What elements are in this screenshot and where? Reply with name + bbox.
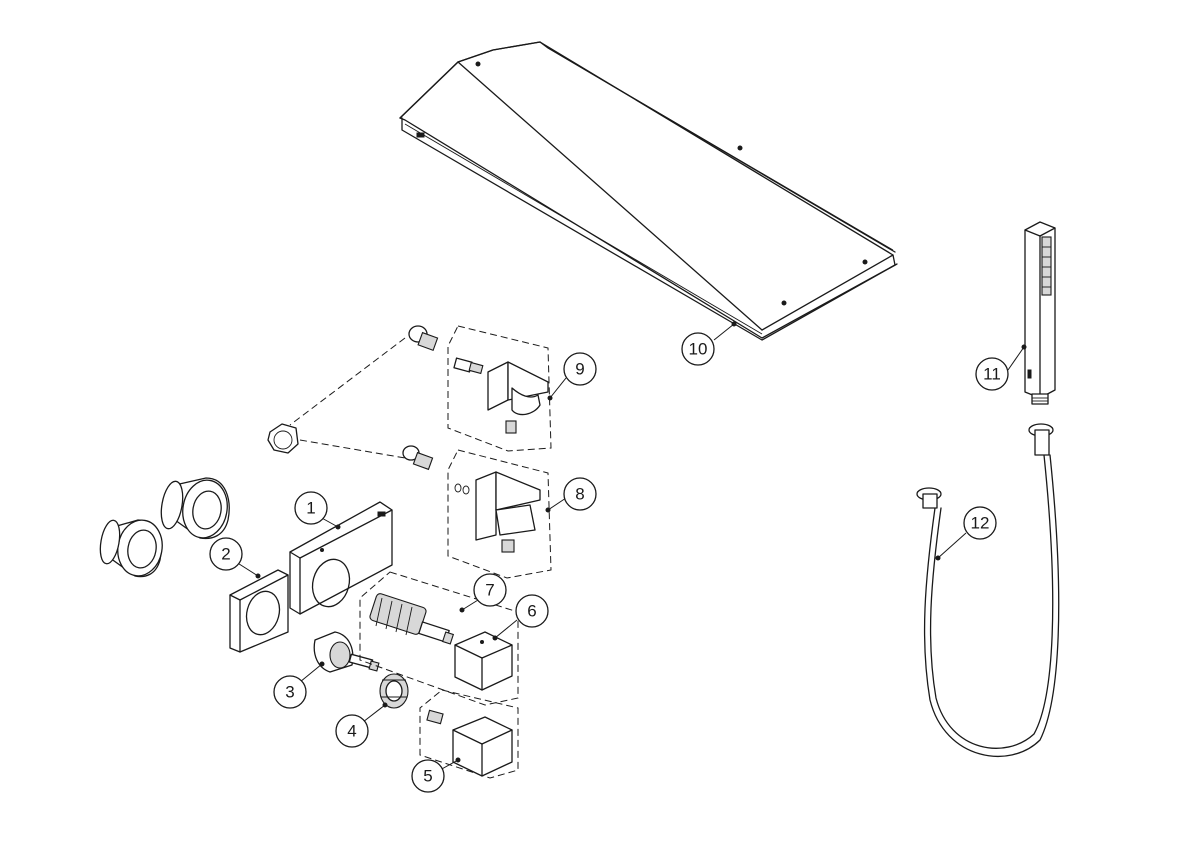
callout-8-label: 8: [575, 485, 584, 504]
shower-hose-part: [916, 423, 1060, 758]
waterfall-spout-part: [399, 41, 898, 341]
leader-lines: [235, 321, 1027, 771]
square-handle-5-part: [419, 689, 519, 779]
callout-8: 8: [563, 477, 597, 511]
callout-1-label: 1: [306, 499, 315, 518]
callout-7: 7: [473, 573, 507, 607]
callout-11: 11: [975, 357, 1009, 391]
callout-5-label: 5: [423, 767, 432, 786]
callout-11-label: 11: [983, 365, 1001, 384]
callout-9-label: 9: [575, 360, 584, 379]
callout-3-label: 3: [285, 683, 294, 702]
threaded-ring-part: [379, 673, 409, 709]
cover-plate-part: [289, 501, 393, 615]
callout-7-label: 7: [485, 581, 494, 600]
cylinder-handles: [99, 477, 230, 578]
square-handle-6-part: [454, 631, 513, 691]
diverter-spindle-part: [313, 631, 380, 673]
callout-3: 3: [273, 675, 307, 709]
callout-4: 4: [335, 714, 369, 748]
callout-10-label: 10: [689, 340, 708, 359]
callout-10: 10: [681, 332, 715, 366]
callout-9: 9: [563, 352, 597, 386]
callout-2: 2: [209, 537, 243, 571]
callout-6: 6: [515, 594, 549, 628]
callout-6-label: 6: [527, 602, 536, 621]
callout-1: 1: [294, 491, 328, 525]
adapter-fittings: [267, 325, 439, 471]
hand-shower-part: [1024, 221, 1056, 405]
callout-2-label: 2: [221, 545, 230, 564]
shower-holder-part: [447, 449, 552, 579]
callout-12-label: 12: [971, 514, 990, 533]
callout-4-label: 4: [347, 722, 356, 741]
callout-5: 5: [411, 759, 445, 793]
callout-12: 12: [963, 506, 997, 540]
wall-connector-part: [447, 325, 552, 452]
square-escutcheon-part: [229, 569, 289, 653]
